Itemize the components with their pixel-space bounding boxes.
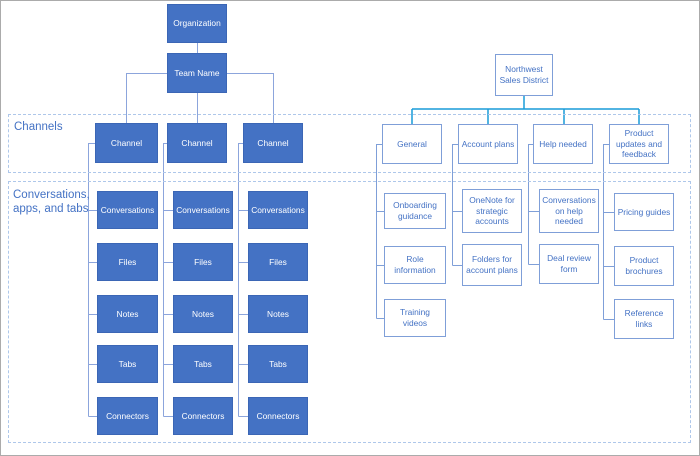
node-files-col1: Files xyxy=(97,243,158,281)
node-pricing-guides: Pricing guides xyxy=(614,193,674,231)
node-conversations-col2: Conversations xyxy=(173,191,233,229)
channels-band xyxy=(8,114,691,173)
node-files-col2: Files xyxy=(173,243,233,281)
node-files-col3: Files xyxy=(248,243,308,281)
node-deal-review-form: Deal review form xyxy=(539,244,599,284)
left-tree-connectors xyxy=(88,43,274,417)
right-tree-root-connectors xyxy=(411,96,640,124)
node-tabs-col1: Tabs xyxy=(97,345,158,383)
node-team-name: Team Name xyxy=(167,53,227,93)
node-product-brochures: Product brochures xyxy=(614,246,674,286)
channels-band-label: Channels xyxy=(14,121,63,133)
node-onenote-strategic-accounts: OneNote for strategic accounts xyxy=(462,189,522,233)
node-conversations-col1: Conversations xyxy=(97,191,158,229)
node-channel-3: Channel xyxy=(243,123,303,163)
node-general: General xyxy=(382,124,442,164)
node-conversations-on-help-needed: Conversations on help needed xyxy=(539,189,599,233)
node-role-information: Role information xyxy=(384,246,446,284)
node-notes-col1: Notes xyxy=(97,295,158,333)
node-help-needed: Help needed xyxy=(533,124,593,164)
node-northwest-sales-district: Northwest Sales District xyxy=(495,54,553,96)
node-training-videos: Training videos xyxy=(384,299,446,337)
node-account-plans: Account plans xyxy=(458,124,518,164)
node-onboarding-guidance: Onboarding guidance xyxy=(384,193,446,229)
node-connectors-col2: Connectors xyxy=(173,397,233,435)
node-conversations-col3: Conversations xyxy=(248,191,308,229)
node-notes-col2: Notes xyxy=(173,295,233,333)
right-tree-connectors xyxy=(376,144,614,320)
node-channel-1: Channel xyxy=(95,123,158,163)
conversations-apps-tabs-band xyxy=(8,181,691,443)
node-tabs-col3: Tabs xyxy=(248,345,308,383)
node-tabs-col2: Tabs xyxy=(173,345,233,383)
conversations-band-label: Conversations, apps, and tabs xyxy=(13,189,90,215)
node-notes-col3: Notes xyxy=(248,295,308,333)
node-connectors-col1: Connectors xyxy=(97,397,158,435)
node-reference-links: Reference links xyxy=(614,299,674,339)
node-folders-account-plans: Folders for account plans xyxy=(462,244,522,286)
node-product-updates-feedback: Product updates and feedback xyxy=(609,124,669,164)
node-channel-2: Channel xyxy=(167,123,227,163)
node-connectors-col3: Connectors xyxy=(248,397,308,435)
node-organization: Organization xyxy=(167,4,227,43)
